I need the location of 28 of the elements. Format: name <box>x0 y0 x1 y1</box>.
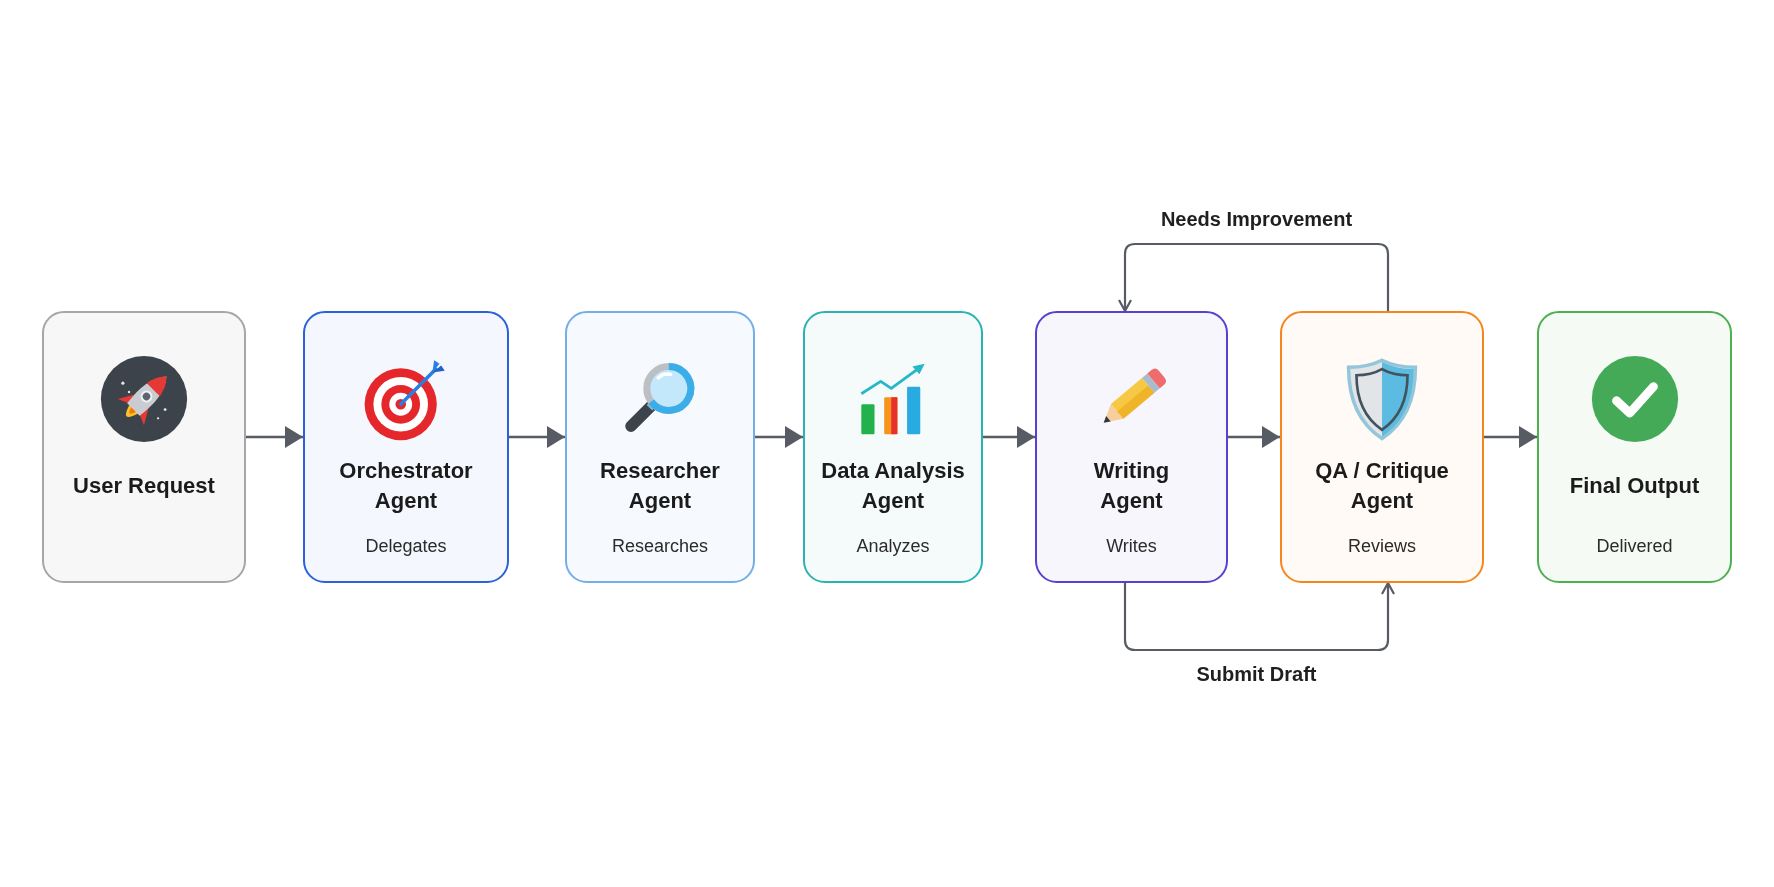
step-card <box>303 311 509 583</box>
card-subtitle: Delegates <box>365 535 447 558</box>
step-card <box>1280 311 1484 583</box>
step-card <box>803 311 983 583</box>
card-title: QA / Critique Agent <box>1314 457 1450 515</box>
card-subtitle: Writes <box>1106 535 1157 558</box>
card-title: Data Analysis Agent <box>820 457 966 515</box>
step-card <box>1537 311 1732 583</box>
arrow <box>246 426 303 448</box>
card-title: Researcher Agent <box>599 457 721 515</box>
arrow <box>1117 242 1390 313</box>
card-title: Writing Agent <box>1092 457 1171 515</box>
card-title: Orchestrator Agent <box>338 457 474 515</box>
card-subtitle: Delivered <box>1596 535 1673 558</box>
card-title: User Request <box>73 472 215 500</box>
card-subtitle: Analyzes <box>856 535 930 558</box>
step-card <box>565 311 755 583</box>
arrow <box>755 426 803 448</box>
card-subtitle: Reviews <box>1348 535 1416 558</box>
edge-label: Needs Improvement <box>1160 207 1353 231</box>
arrow <box>1484 426 1537 448</box>
arrow <box>983 426 1035 448</box>
arrow <box>509 426 565 448</box>
arrow <box>1228 426 1280 448</box>
card-title: Final Output <box>1569 472 1700 500</box>
step-card <box>42 311 246 583</box>
card-subtitle: Researches <box>611 535 708 558</box>
step-card <box>1035 311 1228 583</box>
